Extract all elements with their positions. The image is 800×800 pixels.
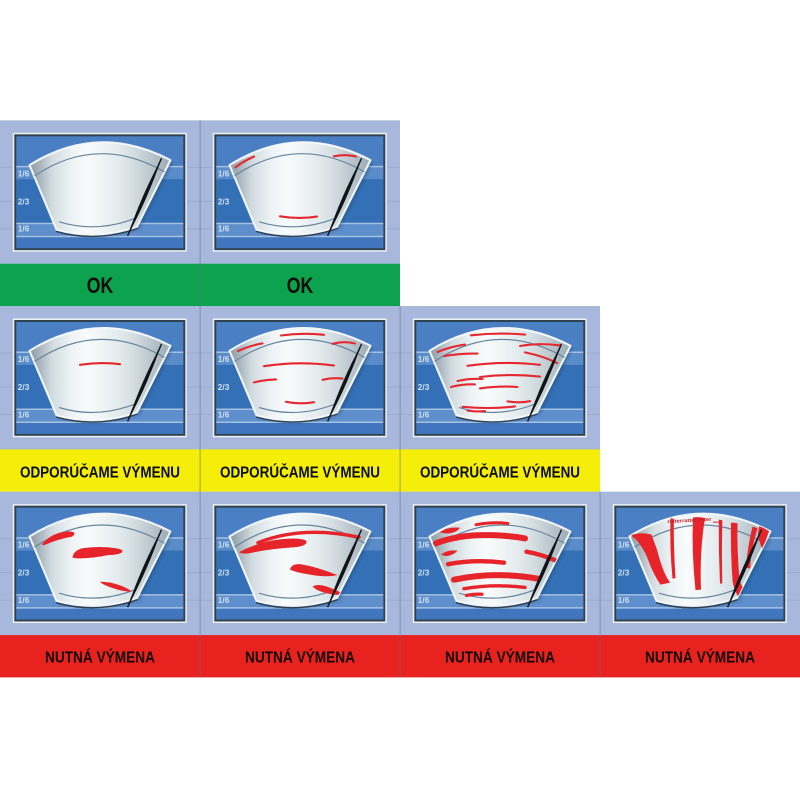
svg-text:ODPORÚČAME VÝMENU: ODPORÚČAME VÝMENU <box>20 463 180 482</box>
svg-text:ratterratterratter: ratterratterratter <box>667 517 711 525</box>
svg-text:OK: OK <box>287 273 314 298</box>
svg-text:ODPORÚČAME VÝMENU: ODPORÚČAME VÝMENU <box>420 463 580 482</box>
svg-text:OK: OK <box>87 273 114 298</box>
svg-text:NUTNÁ VÝMENA: NUTNÁ VÝMENA <box>645 648 755 666</box>
svg-text:ODPORÚČAME VÝMENU: ODPORÚČAME VÝMENU <box>220 463 380 482</box>
svg-text:NUTNÁ VÝMENA: NUTNÁ VÝMENA <box>245 648 355 666</box>
svg-text:NUTNÁ VÝMENA: NUTNÁ VÝMENA <box>445 648 555 666</box>
svg-text:NUTNÁ VÝMENA: NUTNÁ VÝMENA <box>45 648 155 666</box>
